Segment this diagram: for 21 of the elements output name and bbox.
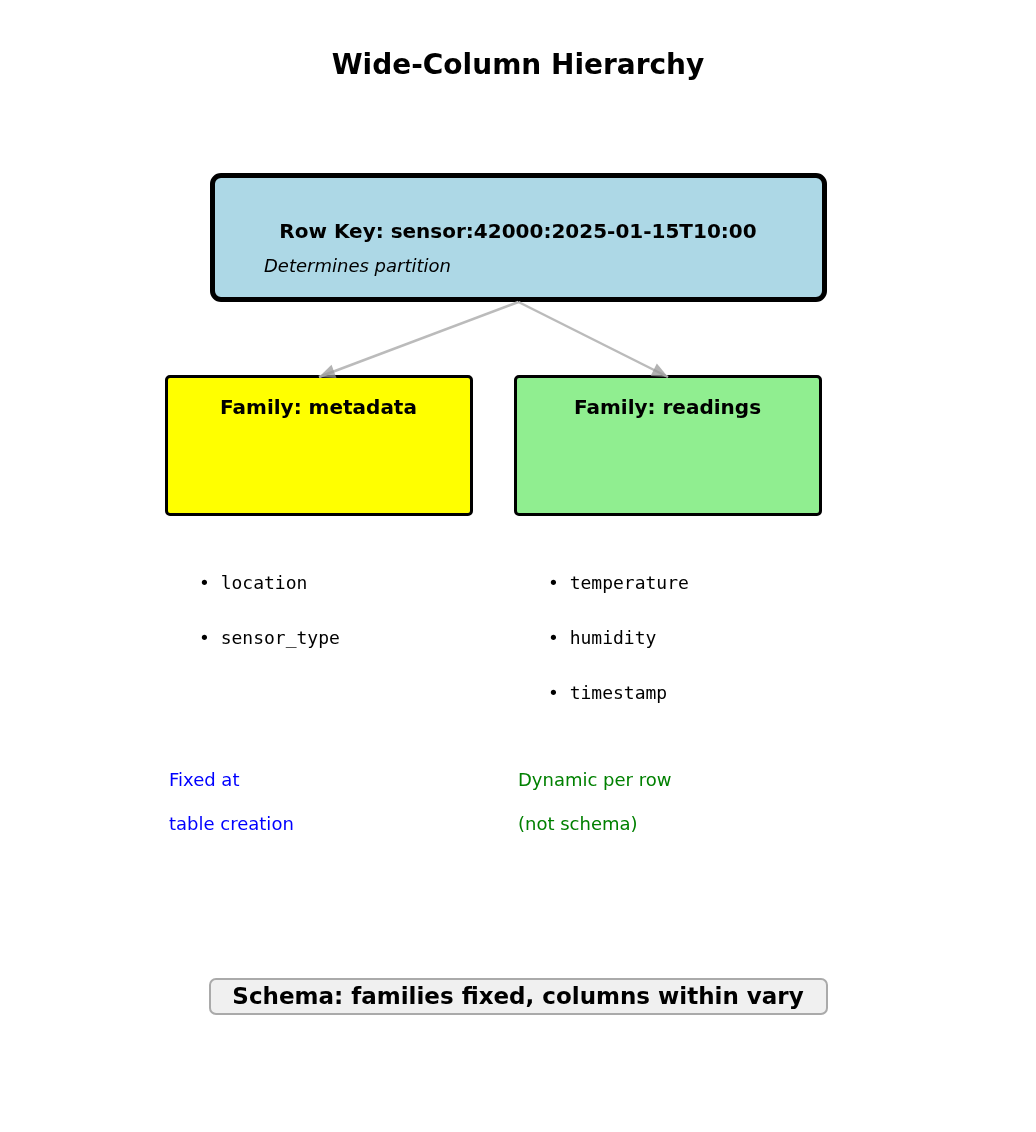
note-text: Dynamic per row — [518, 768, 672, 790]
note-text: (not schema) — [518, 812, 638, 834]
arrow — [318, 300, 519, 379]
note-text: Fixed at — [169, 768, 240, 790]
column-family-box — [514, 375, 822, 516]
column-name: • temperature — [548, 571, 689, 593]
family-title: Family: metadata — [220, 394, 417, 419]
column-name: • sensor_type — [199, 626, 340, 648]
column-family-box — [165, 375, 473, 516]
column-name: • timestamp — [548, 681, 668, 703]
diagram-title: Wide-Column Hierarchy — [331, 48, 705, 82]
column-name: • humidity — [548, 626, 657, 648]
note-text: table creation — [169, 812, 294, 834]
partition-note: Determines partition — [264, 254, 451, 276]
column-name: • location — [199, 571, 308, 593]
row-key-box — [210, 173, 827, 302]
schema-note: Schema: families fixed, columns within vary — [232, 983, 804, 1009]
arrow — [517, 300, 669, 379]
schema-note-box — [209, 978, 828, 1015]
row-key-text: Row Key: sensor:42000:2025-01-15T10:00 — [279, 219, 757, 243]
family-title: Family: readings — [573, 394, 762, 419]
